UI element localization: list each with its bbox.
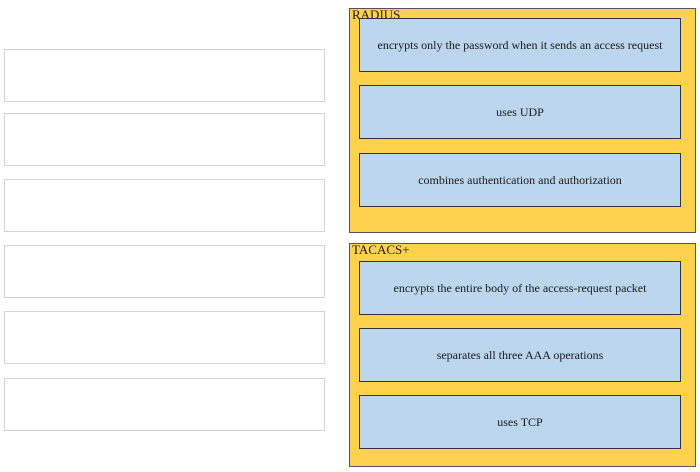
drop-slot-1[interactable]	[4, 49, 325, 102]
tile-radius-combined-authn-authz[interactable]: combines authentication and authorizatio…	[359, 153, 681, 207]
radius-group: RADIUS encrypts only the password when i…	[349, 8, 696, 233]
drop-slot-2[interactable]	[4, 113, 325, 166]
tile-tacacs-full-body-encryption[interactable]: encrypts the entire body of the access-r…	[359, 261, 681, 315]
drop-slot-6[interactable]	[4, 378, 325, 431]
tacacs-group-title: TACACS+	[352, 242, 410, 257]
tile-tacacs-separate-aaa[interactable]: separates all three AAA operations	[359, 328, 681, 382]
tile-tacacs-tcp[interactable]: uses TCP	[359, 395, 681, 449]
tile-radius-password-encryption[interactable]: encrypts only the password when it sends…	[359, 18, 681, 72]
drop-slot-5[interactable]	[4, 311, 325, 364]
tacacs-group: TACACS+ encrypts the entire body of the …	[349, 243, 696, 467]
drop-slot-3[interactable]	[4, 179, 325, 232]
drop-slot-4[interactable]	[4, 245, 325, 298]
tile-radius-udp[interactable]: uses UDP	[359, 85, 681, 139]
